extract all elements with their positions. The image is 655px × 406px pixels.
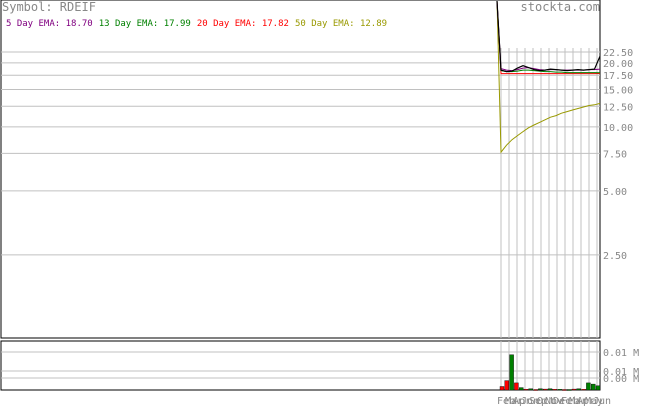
price-panel-frame [0,0,601,339]
volume-bar-6 [528,388,533,391]
volume-bar-10 [547,388,553,391]
price-tick-label-3: 15.00 [603,85,633,96]
volume-tick-label-1: 0.01 M [603,367,639,378]
volume-bar-2 [509,354,514,391]
volume-bar-3 [514,382,519,391]
legend-item-3: 50 Day EMA: 12.89 [294,19,388,29]
month-label-10: Apr [577,396,595,406]
ema-legend: 5 Day EMA: 18.70 13 Day EMA: 17.99 20 Day … [6,19,393,30]
legend-item-0: 5 Day EMA: 18.70 [6,19,93,29]
series-line-ema50-4 [496,0,601,154]
month-label-5: Oct [537,396,555,406]
month-label-6: Nov [545,396,563,406]
month-label-9: Mar [569,396,587,406]
price-tick-label-0: 22.50 [603,48,633,59]
month-label-2: Apr [513,396,531,406]
volume-bar-16 [576,388,581,391]
month-label-1: Mar [505,396,523,406]
month-label-11: May [585,396,603,406]
site-name[interactable]: stockta.com [520,0,600,14]
month-label-0: Feb [497,396,515,406]
legend-item-1: 13 Day EMA: 17.99 [98,19,191,29]
volume-tick-label-2: 0.00 M [603,374,639,385]
price-tick-label-4: 12.50 [603,102,633,113]
month-label-4: Sep [529,396,547,406]
volume-bar-19 [591,383,596,391]
month-label-12: Jun [593,396,611,406]
legend-item-2: 20 Day EMA: 17.82 [196,19,289,29]
volume-bar-0 [499,386,505,391]
volume-bar-14 [567,389,572,391]
volume-tick-label-0: 0.01 M [603,348,639,359]
price-tick-label-5: 10.00 [603,123,633,134]
volume-bar-8 [538,388,543,391]
volume-bar-20 [595,385,601,391]
volume-bar-18 [586,382,591,391]
volume-panel-frame [0,340,601,391]
volume-bar-4 [519,387,524,391]
volume-bar-5 [523,389,529,391]
series-line-ema20-3 [496,0,601,75]
series-line-price-0 [496,0,601,73]
price-tick-label-6: 7.50 [603,149,627,160]
month-label-8: Feb [561,396,579,406]
price-tick-label-2: 17.50 [603,71,633,82]
volume-bar-13 [562,389,567,391]
series-line-ema13-2 [496,0,601,74]
volume-bar-1 [504,380,509,391]
month-label-3: Jun [521,396,539,406]
volume-bar-12 [557,389,562,391]
price-tick-label-7: 5.00 [603,187,627,198]
month-label-7: Dec [553,396,571,406]
price-tick-label-8: 2.50 [603,251,627,262]
volume-bar-17 [581,389,586,391]
volume-bar-7 [533,389,538,391]
price-tick-label-1: 20.00 [603,59,633,70]
volume-bar-15 [571,388,577,391]
symbol-label: Symbol: RDEIF [2,0,96,14]
volume-bar-9 [543,388,548,391]
volume-bar-11 [552,389,557,391]
